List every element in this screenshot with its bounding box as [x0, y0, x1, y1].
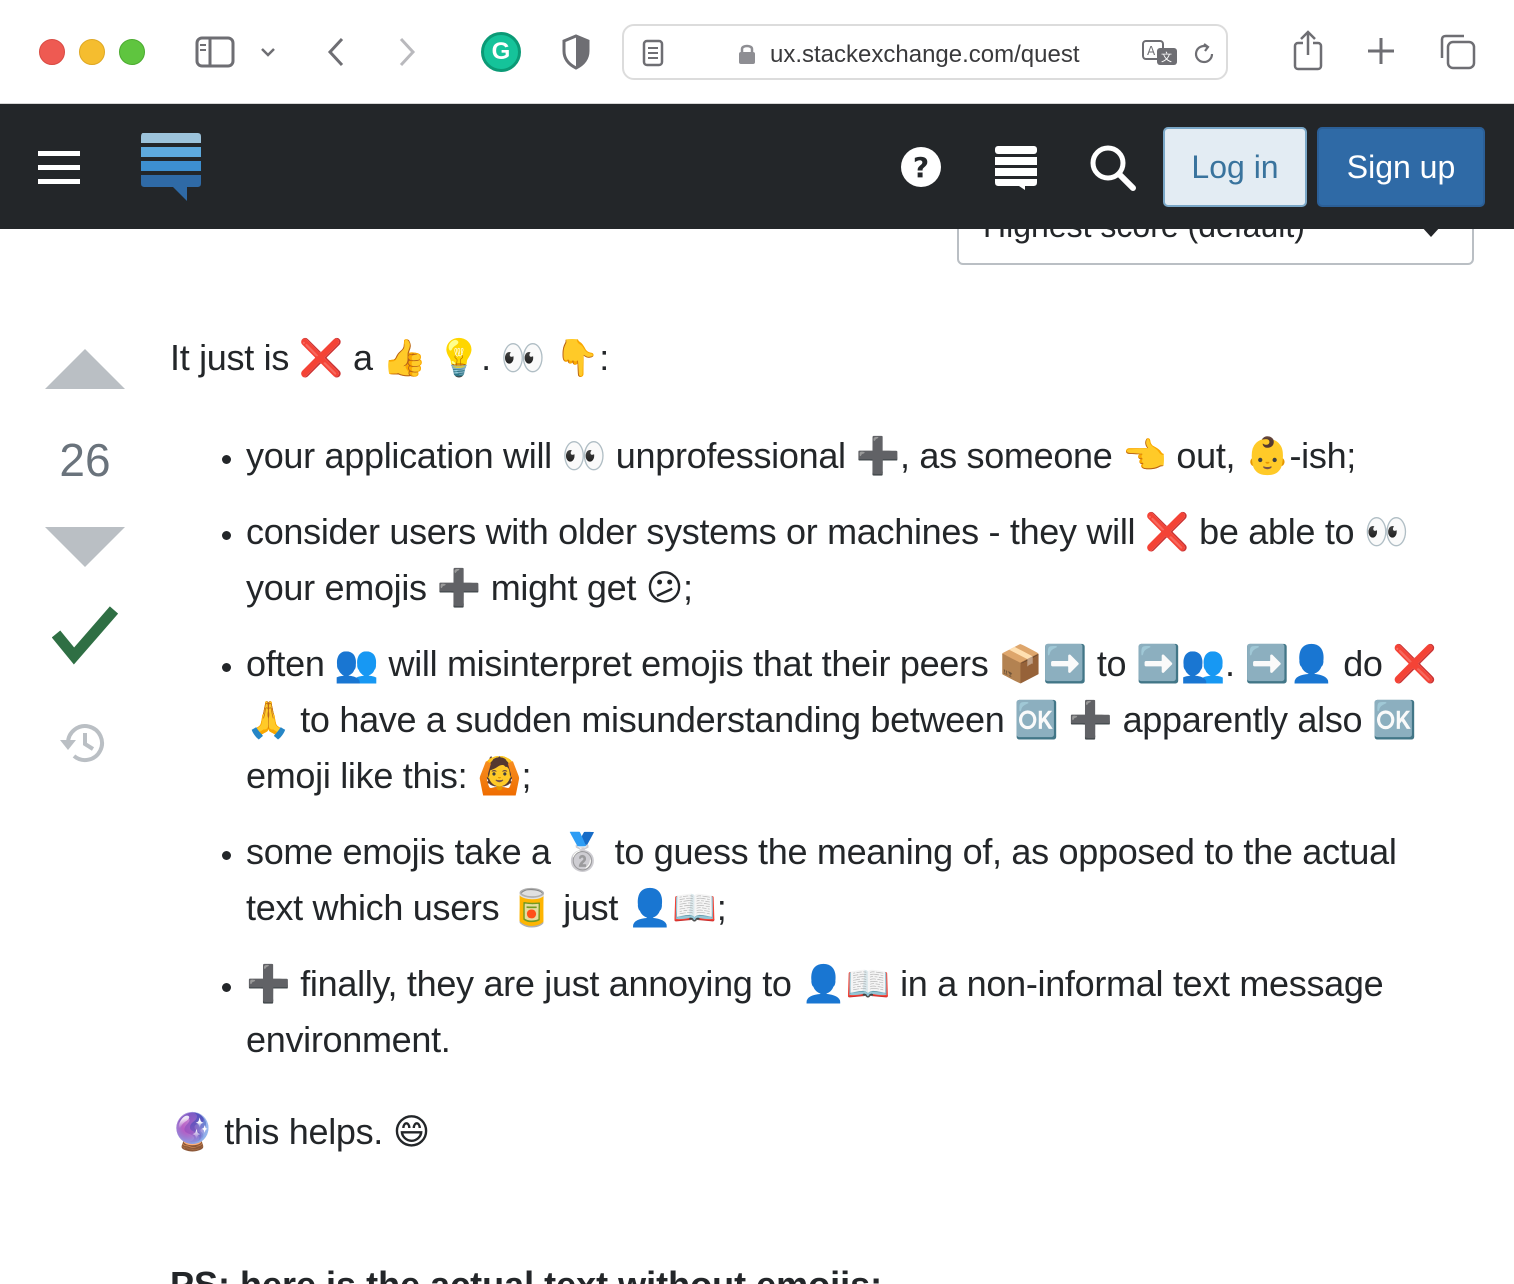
url-text: ux.stackexchange.com/quest [770, 41, 1080, 68]
lock-icon [736, 42, 758, 66]
grammarly-icon[interactable]: G [481, 32, 521, 72]
forward-icon[interactable] [393, 34, 421, 70]
svg-text:A: A [1147, 44, 1156, 58]
shield-icon[interactable] [560, 33, 592, 71]
list-item: your application will 👀 unprofessional ➕… [246, 428, 1440, 484]
reload-icon[interactable] [1190, 40, 1218, 68]
help-icon[interactable]: ? [899, 145, 943, 194]
vote-count: 26 [59, 434, 111, 486]
stack-exchange-logo[interactable] [139, 131, 203, 210]
ps-heading: PS: here is the actual text without emoj… [170, 1264, 882, 1284]
tabs-overview-icon[interactable] [1437, 31, 1477, 71]
upvote-button[interactable] [45, 349, 125, 396]
signup-button[interactable]: Sign up [1317, 127, 1485, 207]
answer-body: It just is ❌ a 👍 💡. 👀 👇: your applicatio… [170, 330, 1440, 1160]
list-item: ➕ finally, they are just annoying to 👤📖 … [246, 956, 1440, 1068]
sites-icon[interactable] [995, 144, 1039, 195]
new-tab-icon[interactable] [1364, 34, 1398, 68]
answer-intro: It just is ❌ a 👍 💡. 👀 👇: [170, 337, 609, 378]
list-item: consider users with older systems or mac… [246, 504, 1440, 616]
minimize-window-button[interactable] [79, 39, 105, 65]
answer-bullet-list: your application will 👀 unprofessional ➕… [170, 428, 1440, 1068]
history-icon[interactable] [58, 720, 108, 771]
svg-text:文: 文 [1161, 50, 1172, 64]
answer-closing: 🔮 this helps. 😄 [170, 1111, 430, 1152]
chevron-down-icon[interactable] [256, 40, 280, 64]
list-item: often 👥 will misinterpret emojis that th… [246, 636, 1440, 804]
svg-text:?: ? [913, 151, 929, 184]
search-icon[interactable] [1089, 144, 1137, 197]
close-window-button[interactable] [39, 39, 65, 65]
downvote-button[interactable] [45, 527, 125, 574]
share-icon[interactable] [1291, 28, 1325, 72]
hamburger-icon[interactable] [38, 151, 82, 190]
sidebar-icon[interactable] [194, 32, 236, 72]
site-topbar: ? Log in Sign up [0, 104, 1514, 229]
login-button[interactable]: Log in [1163, 127, 1307, 207]
list-item: some emojis take a 🥈 to guess the meanin… [246, 824, 1440, 936]
back-icon[interactable] [322, 34, 350, 70]
accepted-answer-check-icon [51, 604, 119, 671]
reader-icon[interactable] [640, 38, 666, 68]
zoom-window-button[interactable] [119, 39, 145, 65]
